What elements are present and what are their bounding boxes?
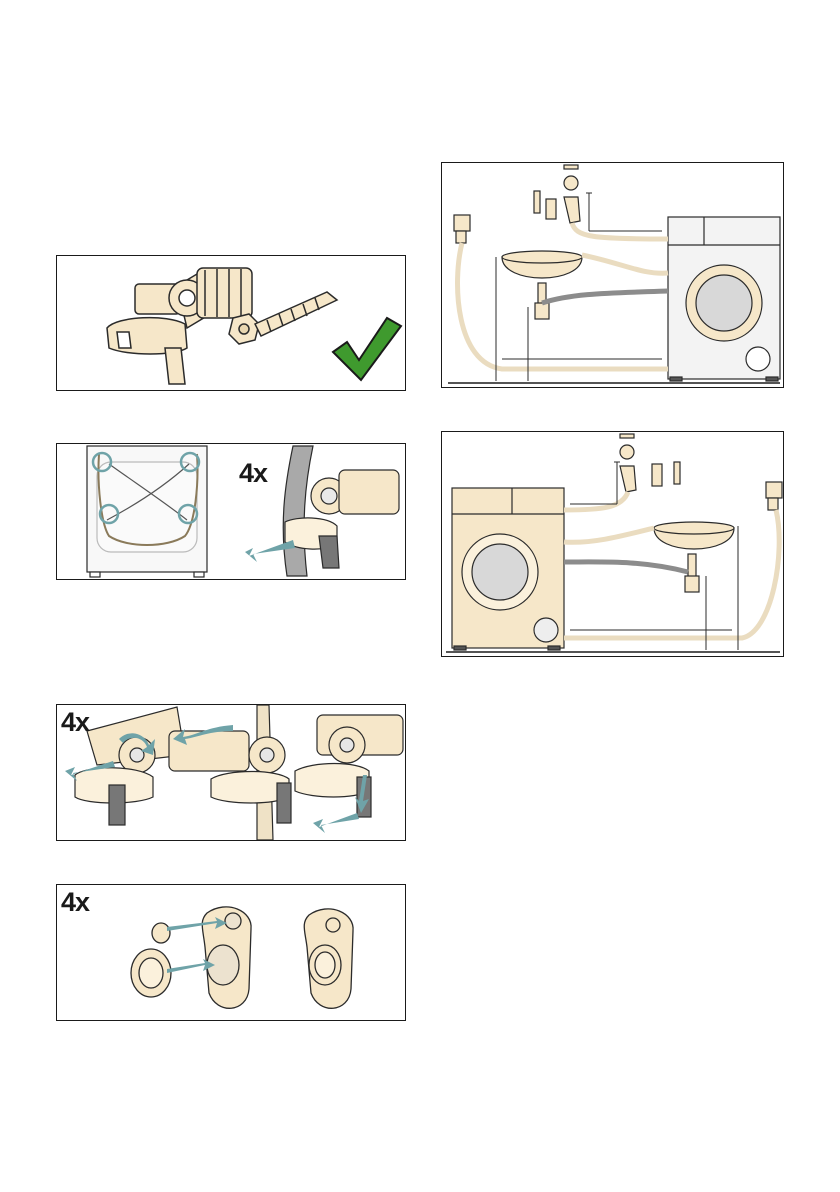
figure-remove-bolts: 4x <box>56 443 406 580</box>
machine-back-icon <box>87 446 207 577</box>
tap-icon <box>620 434 680 492</box>
figure-transport-parts <box>56 255 406 391</box>
figure-unscrew-bolts: 4x <box>56 704 406 841</box>
checkmark-icon <box>333 318 401 380</box>
figure-connection-right <box>441 162 784 388</box>
sink-icon <box>654 522 734 592</box>
count-label: 4x <box>61 887 89 918</box>
figure-cover-caps: 4x <box>56 884 406 1021</box>
socket-icon <box>766 482 782 510</box>
washing-machine-icon <box>668 217 780 381</box>
sink-icon <box>502 251 582 319</box>
count-label: 4x <box>239 458 267 489</box>
hose-holder-icon <box>283 446 399 576</box>
socket-icon <box>454 215 470 243</box>
count-label: 4x <box>61 707 89 738</box>
figure-connection-left <box>441 431 784 657</box>
washing-machine-icon <box>452 488 564 650</box>
tap-icon <box>534 165 580 223</box>
cover-cap-icon <box>131 907 353 1008</box>
